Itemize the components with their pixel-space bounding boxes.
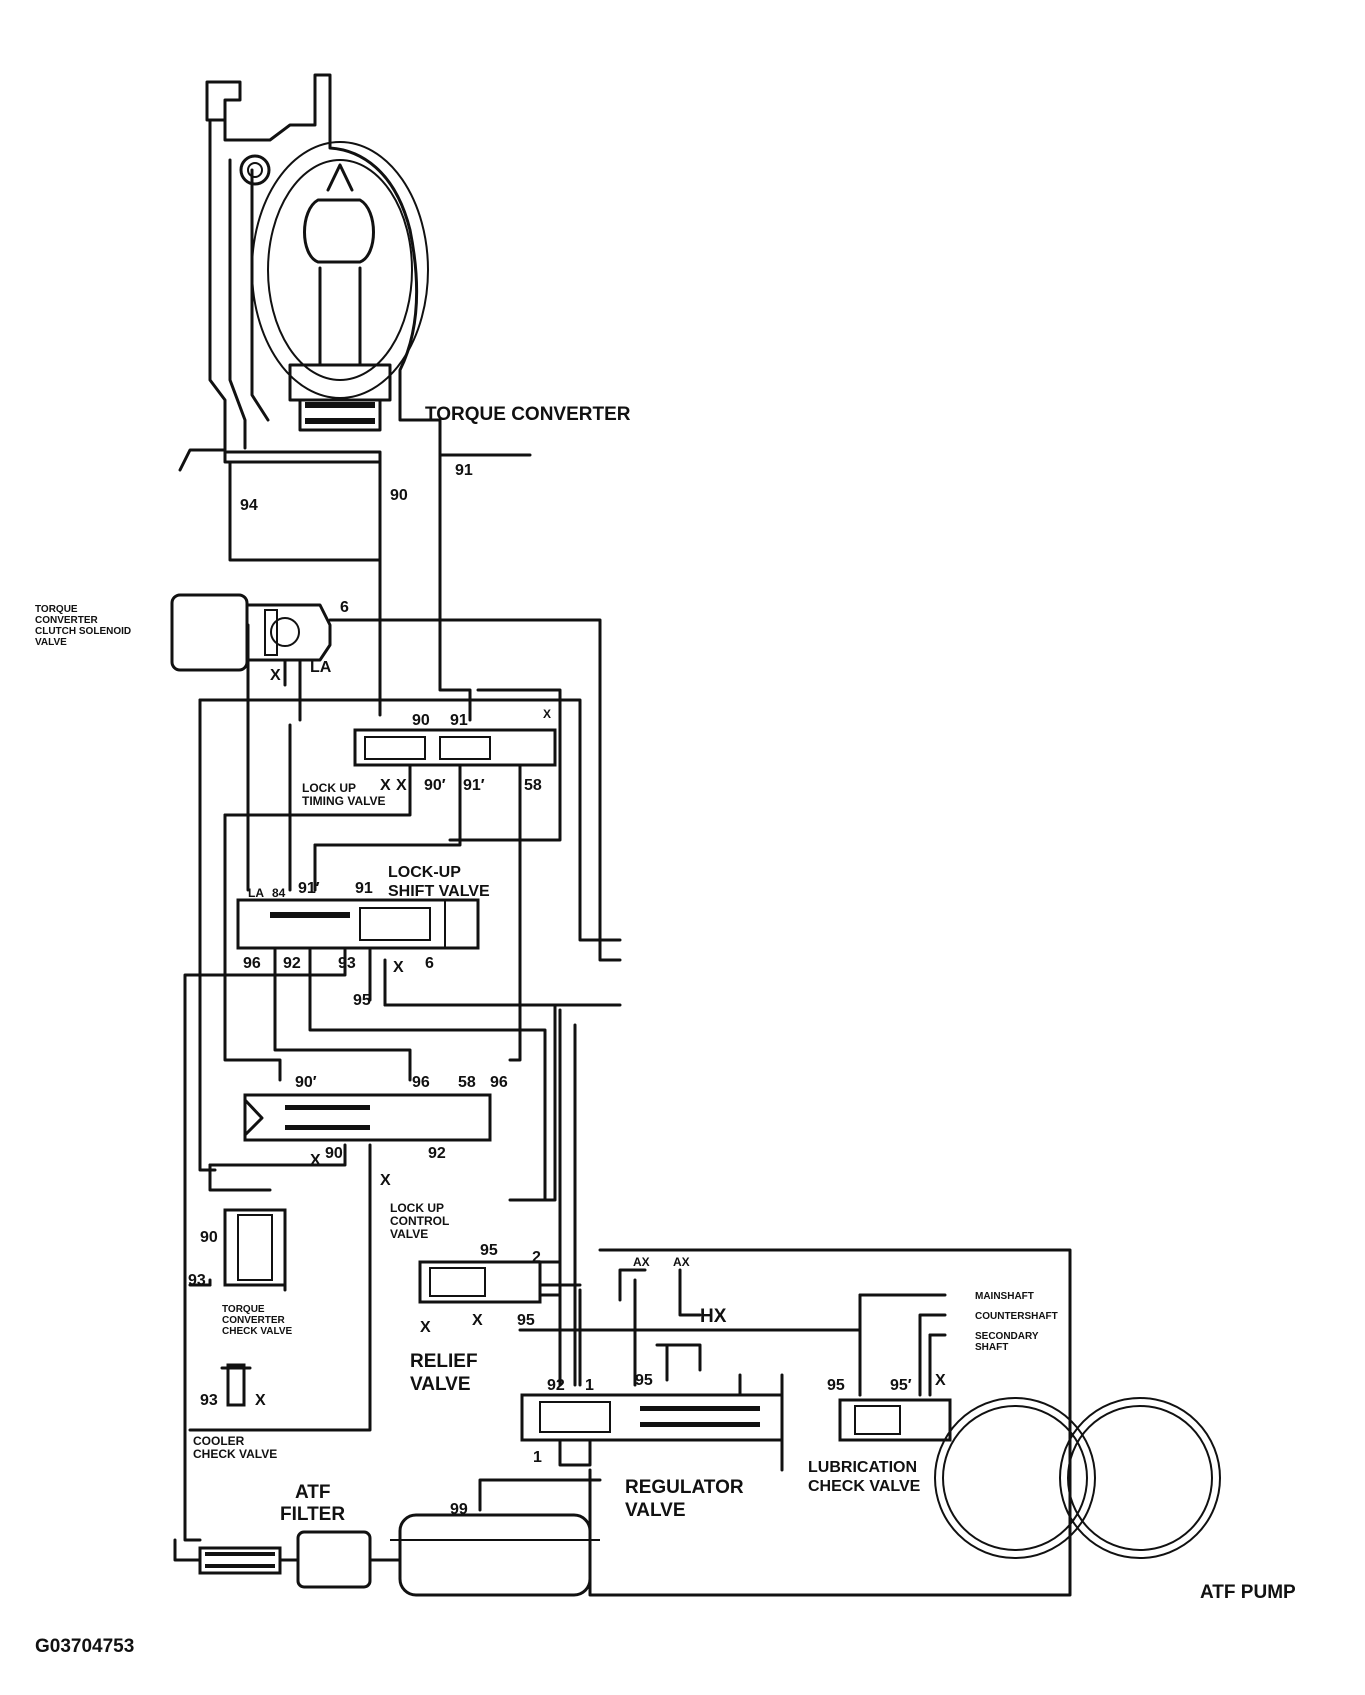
shift-port-la-label: LA <box>248 886 264 900</box>
atf-filter-label-2: FILTER <box>280 1504 345 1525</box>
regulator-label-1: REGULATOR <box>625 1477 744 1498</box>
tcc-solenoid-label-1: TORQUE <box>35 604 78 615</box>
shift-port-84-label: 84 <box>272 886 286 900</box>
tc-check-port-90-label: 90 <box>200 1229 218 1246</box>
tc-port-91-label: 91 <box>455 462 473 479</box>
relief-valve-label-1: RELIEF <box>410 1351 478 1372</box>
atf-filter: ATF FILTER 99 <box>198 1482 600 1597</box>
timing-port-x2-label: X <box>396 777 407 794</box>
tc-port-90-label: 90 <box>390 487 408 504</box>
lockup-shift-valve: LA 84 91′ 91 LOCK-UP SHIFT VALVE 96 92 9… <box>236 864 490 1009</box>
port-x-label: X <box>270 667 281 684</box>
cooler-port-93-label: 93 <box>200 1392 218 1409</box>
reg-port-ax1-label: AX <box>633 1255 650 1269</box>
timing-valve-label-1: LOCK UP <box>302 781 356 795</box>
reg-port-1a-label: 1 <box>585 1377 594 1394</box>
tc-check-label-3: CHECK VALVE <box>222 1326 293 1337</box>
lube-port-95-label: 95 <box>827 1377 845 1394</box>
port-la-label: LA <box>310 659 332 676</box>
torque-converter: TORQUE CONVERTER <box>178 73 631 472</box>
control-port-58-label: 58 <box>458 1074 476 1091</box>
relief-port-x2-label: X <box>472 1312 483 1329</box>
lockup-control-valve: 90′ 96 58 96 X 90 X 92 LOCK UP CONTROL V… <box>243 1074 508 1241</box>
cooler-check-label-2: CHECK VALVE <box>193 1447 277 1461</box>
timing-valve-label-2: TIMING VALVE <box>302 794 386 808</box>
lube-port-x-label: X <box>935 1372 946 1389</box>
control-valve-label-2: CONTROL <box>390 1214 449 1228</box>
tc-check-valve: 90 93 TORQUE CONVERTER CHECK VALVE <box>188 1208 293 1337</box>
shift-port-92-label: 92 <box>283 955 301 972</box>
shift-valve-label-1: LOCK-UP <box>388 864 461 881</box>
tc-check-label-1: TORQUE <box>222 1304 265 1315</box>
reg-port-ax2-label: AX <box>673 1255 690 1269</box>
control-port-96b-label: 96 <box>490 1074 508 1091</box>
shift-port-95-label: 95 <box>353 992 371 1009</box>
control-port-96a-label: 96 <box>412 1074 430 1091</box>
relief-port-x1-label: X <box>420 1319 431 1336</box>
control-port-90-label: 90 <box>325 1145 343 1162</box>
cooler-port-x-label: X <box>255 1392 266 1409</box>
tcc-solenoid-label-3: CLUTCH SOLENOID <box>35 626 131 637</box>
lube-check-label-1: LUBRICATION <box>808 1459 917 1476</box>
shift-port-93-label: 93 <box>338 955 356 972</box>
control-valve-label-1: LOCK UP <box>390 1201 444 1215</box>
secondary-shaft-label-2: SHAFT <box>975 1342 1008 1353</box>
timing-port-58-label: 58 <box>524 777 542 794</box>
torque-converter-label: TORQUE CONVERTER <box>425 404 631 425</box>
shift-port-96-label: 96 <box>243 955 261 972</box>
shift-port-x-label: X <box>393 959 404 976</box>
shift-port-6-label: 6 <box>425 955 434 972</box>
timing-port-91-label: 91 <box>450 712 468 729</box>
atf-pump-label: ATF PUMP <box>1200 1582 1296 1603</box>
reg-port-1b-label: 1 <box>533 1449 542 1466</box>
lube-check-label-2: CHECK VALVE <box>808 1478 921 1495</box>
relief-port-95a-label: 95 <box>480 1242 498 1259</box>
relief-valve: 95 2 X X 95 RELIEF VALVE <box>410 1242 562 1395</box>
control-valve-label-3: VALVE <box>390 1227 428 1241</box>
reg-port-95-label: 95 <box>635 1372 653 1389</box>
lockup-timing-valve: 90 91 X X X 90′ 91′ 58 LOCK UP TIMING VA… <box>302 707 557 808</box>
figure-id: G03704753 <box>35 1636 134 1657</box>
timing-port-90p-label: 90′ <box>424 777 446 794</box>
lubrication-check-valve: 95 95′ X LUBRICATION CHECK VALVE MAINSHA… <box>808 1291 1058 1495</box>
port-6-label: 6 <box>340 599 349 616</box>
tcc-solenoid-label-2: CONVERTER <box>35 615 99 626</box>
atf-filter-label-1: ATF <box>295 1482 331 1503</box>
timing-port-x-label: X <box>543 707 551 721</box>
atf-pump: ATF PUMP <box>934 1397 1296 1603</box>
control-port-90p-label: 90′ <box>295 1074 317 1091</box>
timing-port-x1-label: X <box>380 777 391 794</box>
tc-port-94-label: 94 <box>240 497 258 514</box>
tcc-solenoid-valve: 6 X LA TORQUE CONVERTER CLUTCH SOLENOID … <box>35 593 362 722</box>
tc-check-label-2: CONVERTER <box>222 1315 286 1326</box>
tcc-solenoid-label-4: VALVE <box>35 637 67 648</box>
timing-port-90-label: 90 <box>412 712 430 729</box>
regulator-valve: 92 1 95 1 REGULATOR VALVE AX AX HX <box>520 1255 784 1521</box>
shift-port-91p-label: 91′ <box>298 880 320 897</box>
secondary-shaft-label-1: SECONDARY <box>975 1331 1039 1342</box>
port-99-label: 99 <box>450 1501 468 1518</box>
control-port-x1-label: X <box>310 1152 321 1169</box>
regulator-label-2: VALVE <box>625 1500 686 1521</box>
shift-port-91-label: 91 <box>355 880 373 897</box>
cooler-check-valve: 93 X COOLER CHECK VALVE <box>193 1363 277 1461</box>
lube-port-95p-label: 95′ <box>890 1377 912 1394</box>
reg-port-hx-label: HX <box>700 1306 727 1327</box>
cooler-check-label-1: COOLER <box>193 1434 245 1448</box>
reg-port-92-label: 92 <box>547 1377 565 1394</box>
relief-port-95b-label: 95 <box>517 1312 535 1329</box>
control-port-92-label: 92 <box>428 1145 446 1162</box>
relief-port-2-label: 2 <box>532 1249 541 1266</box>
fluid-lines <box>173 453 1072 1597</box>
countershaft-label: COUNTERSHAFT <box>975 1311 1058 1322</box>
tc-check-port-93-label: 93 <box>188 1272 206 1289</box>
relief-valve-label-2: VALVE <box>410 1374 471 1395</box>
shift-valve-label-2: SHIFT VALVE <box>388 883 490 900</box>
control-port-x2-label: X <box>380 1172 391 1189</box>
mainshaft-label: MAINSHAFT <box>975 1291 1034 1302</box>
timing-port-91p-label: 91′ <box>463 777 485 794</box>
